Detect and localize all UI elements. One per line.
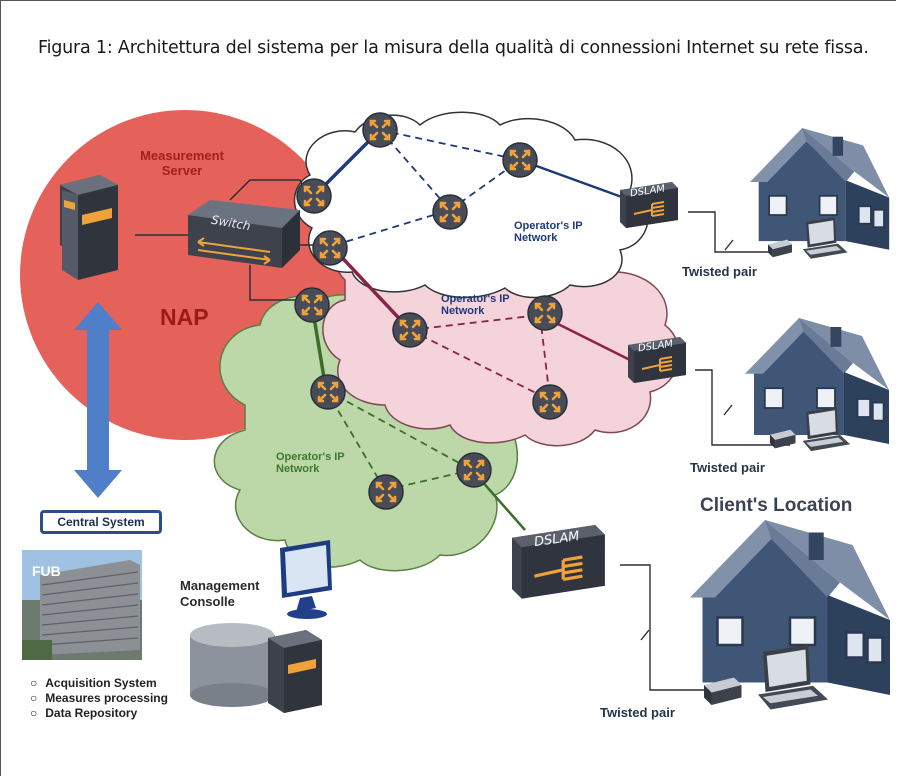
router-icon bbox=[455, 451, 493, 489]
central-system-functions-list: Acquisition System Measures processing D… bbox=[30, 676, 168, 721]
twisted-pair-label: Twisted pair bbox=[600, 705, 675, 720]
switch-icon bbox=[188, 200, 300, 268]
monitor-icon bbox=[280, 540, 332, 619]
twisted-pair-label: Twisted pair bbox=[690, 460, 765, 475]
router-icon bbox=[391, 311, 429, 349]
fub-label: FUB bbox=[32, 563, 61, 579]
client-location-label: Client's Location bbox=[700, 495, 853, 516]
database-icon bbox=[190, 623, 275, 707]
operator-network-white-cloud bbox=[293, 111, 649, 299]
fub-building-photo bbox=[22, 550, 142, 660]
list-item: Acquisition System bbox=[30, 676, 168, 691]
modem-icon bbox=[768, 239, 792, 258]
router-icon bbox=[293, 286, 331, 324]
router-icon bbox=[311, 229, 349, 267]
router-icon bbox=[295, 177, 333, 215]
router-icon bbox=[431, 193, 469, 231]
figure-caption: Figura 1: Architettura del sistema per l… bbox=[38, 38, 869, 58]
twisted-pair-label: Twisted pair bbox=[682, 264, 757, 279]
router-icon bbox=[531, 383, 569, 421]
router-icon bbox=[367, 473, 405, 511]
management-console-label: Management Consolle bbox=[180, 578, 260, 609]
central-system-label: Central System bbox=[40, 510, 162, 534]
operator-network-label: Operator's IP Network bbox=[441, 293, 510, 317]
list-item: Data Repository bbox=[30, 706, 168, 721]
measurement-server-icon bbox=[60, 175, 118, 280]
router-icon bbox=[526, 294, 564, 332]
router-icon bbox=[501, 141, 539, 179]
server-tower-icon bbox=[268, 630, 322, 713]
nap-label: NAP bbox=[160, 304, 209, 330]
operator-network-label: Operator's IP Network bbox=[276, 451, 345, 475]
double-arrow-icon bbox=[74, 302, 122, 498]
router-icon bbox=[361, 111, 399, 149]
router-icon bbox=[309, 373, 347, 411]
operator-network-label: Operator's IP Network bbox=[514, 220, 583, 244]
list-item: Measures processing bbox=[30, 691, 168, 706]
measurement-server-label: Measurement Server bbox=[140, 148, 224, 178]
